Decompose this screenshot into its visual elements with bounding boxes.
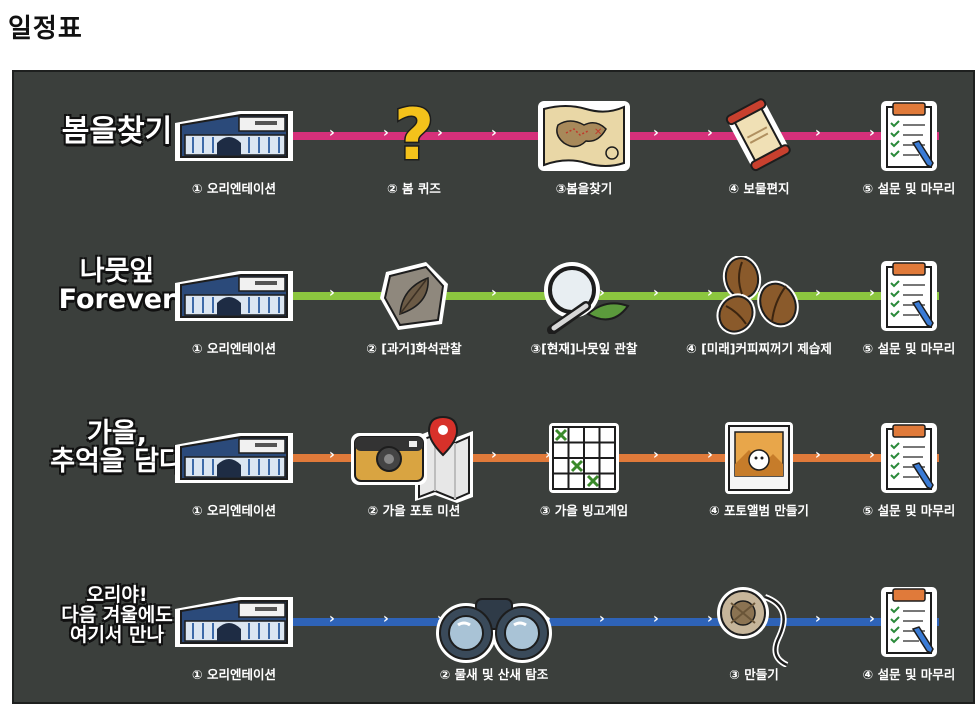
chevron-right-icon: › [329, 285, 335, 301]
chevron-right-icon: › [653, 447, 659, 463]
svg-text:✕: ✕ [594, 127, 602, 138]
question-mark-icon: ? [384, 93, 444, 178]
fossil-leaf-icon [376, 258, 452, 338]
step-label: ① 오리엔테이션 [192, 503, 276, 518]
building-icon [169, 425, 299, 495]
chevron-right-icon: › [815, 125, 821, 141]
survey-clipboard-icon [879, 421, 939, 499]
step-label: ③ 만들기 [729, 667, 779, 682]
step-label: ② 가을 포토 미션 [367, 503, 461, 518]
chevron-right-icon: › [869, 125, 875, 141]
chevron-right-icon: › [437, 125, 443, 141]
coffee-beans-icon [714, 255, 804, 340]
schedule-board-inner: 봄을찾기 › › › › › › › › › › › › ① 오리엔테이션 ? ② 봄 퀴즈 ✕ ③봄을찾… [12, 70, 975, 704]
step-label: ① 오리엔테이션 [192, 667, 276, 682]
building-icon [169, 589, 299, 659]
step-label: ④ 설문 및 마무리 [862, 667, 956, 682]
survey-clipboard-icon [879, 99, 939, 177]
chevron-right-icon: › [653, 285, 659, 301]
chevron-right-icon: › [491, 125, 497, 141]
program-row: 나뭇잎 Forever›››››››››››› ① 오리엔테이션 ② [과거]화… [14, 240, 977, 390]
chevron-right-icon: › [869, 611, 875, 627]
binoculars-icon [436, 579, 552, 669]
step-label: ④ [미래]커피찌꺼기 제습제 [686, 341, 832, 356]
chevron-right-icon: › [491, 285, 497, 301]
chevron-right-icon: › [329, 611, 335, 627]
chevron-right-icon: › [599, 285, 605, 301]
step-label: ② 물새 및 산새 탐조 [439, 667, 549, 682]
step-label: ① 오리엔테이션 [192, 181, 276, 196]
step-label: ① 오리엔테이션 [192, 341, 276, 356]
chevron-right-icon: › [707, 447, 713, 463]
building-icon [169, 263, 299, 333]
treasure-map-icon: ✕ [536, 99, 632, 177]
building-icon [169, 103, 299, 173]
step-label: ② [과거]화석관찰 [366, 341, 462, 356]
photo-frame-icon [723, 420, 795, 500]
program-row: 봄을찾기›››››››››››› ① 오리엔테이션 ?② 봄 퀴즈 ✕ ③봄을찾… [14, 80, 977, 230]
chevron-right-icon: › [815, 447, 821, 463]
scroll-icon [724, 96, 794, 180]
pinecone-ornament-icon [709, 577, 799, 671]
survey-clipboard-icon [879, 585, 939, 663]
chevron-right-icon: › [653, 611, 659, 627]
chevron-right-icon: › [707, 285, 713, 301]
chevron-right-icon: › [599, 611, 605, 627]
chevron-right-icon: › [491, 447, 497, 463]
chevron-right-icon: › [869, 285, 875, 301]
chevron-right-icon: › [383, 611, 389, 627]
step-label: ⑤ 설문 및 마무리 [862, 181, 956, 196]
page-title: 일정표 [8, 14, 83, 44]
program-title: 오리야! 다음 겨울에도 여기서 만나 [61, 584, 173, 646]
step-label: ② 봄 퀴즈 [387, 181, 441, 196]
chevron-right-icon: › [707, 611, 713, 627]
program-row: 가을, 추억을 담다›››››››››››› ① 오리엔테이션 ② 가을 포토 … [14, 402, 977, 552]
chevron-right-icon: › [329, 125, 335, 141]
schedule-board: 봄을찾기 › › › › › › › › › › › › ① 오리엔테이션 ? ② 봄 퀴즈 ✕ ③봄을찾… [8, 66, 979, 708]
step-label: ④ 보물편지 [728, 181, 790, 196]
step-label: ⑤ 설문 및 마무리 [862, 341, 956, 356]
chevron-right-icon: › [815, 285, 821, 301]
step-label: ③봄을찾기 [555, 181, 613, 196]
chevron-right-icon: › [383, 125, 389, 141]
timeline-track: ›››››››››››› [199, 611, 939, 627]
step-label: ③ 가을 빙고게임 [539, 503, 629, 518]
program-row: 오리야! 다음 겨울에도 여기서 만나›››››››››››› ① 오리엔테이션… [14, 566, 977, 716]
step-label: ⑤ 설문 및 마무리 [862, 503, 956, 518]
svg-text:?: ? [394, 101, 435, 171]
step-label: ③[현재]나뭇잎 관찰 [530, 341, 638, 356]
chevron-right-icon: › [815, 611, 821, 627]
survey-clipboard-icon [879, 259, 939, 337]
chevron-right-icon: › [869, 447, 875, 463]
step-label: ④ 포토앨범 만들기 [709, 503, 809, 518]
chevron-right-icon: › [329, 447, 335, 463]
program-title: 봄을찾기 [61, 114, 173, 149]
program-title: 나뭇잎 Forever [58, 256, 176, 316]
camera-map-icon [349, 413, 479, 507]
chevron-right-icon: › [545, 447, 551, 463]
chevron-right-icon: › [707, 125, 713, 141]
bingo-grid-icon [547, 421, 621, 499]
magnifier-leaf-icon [536, 258, 632, 338]
chevron-right-icon: › [653, 125, 659, 141]
